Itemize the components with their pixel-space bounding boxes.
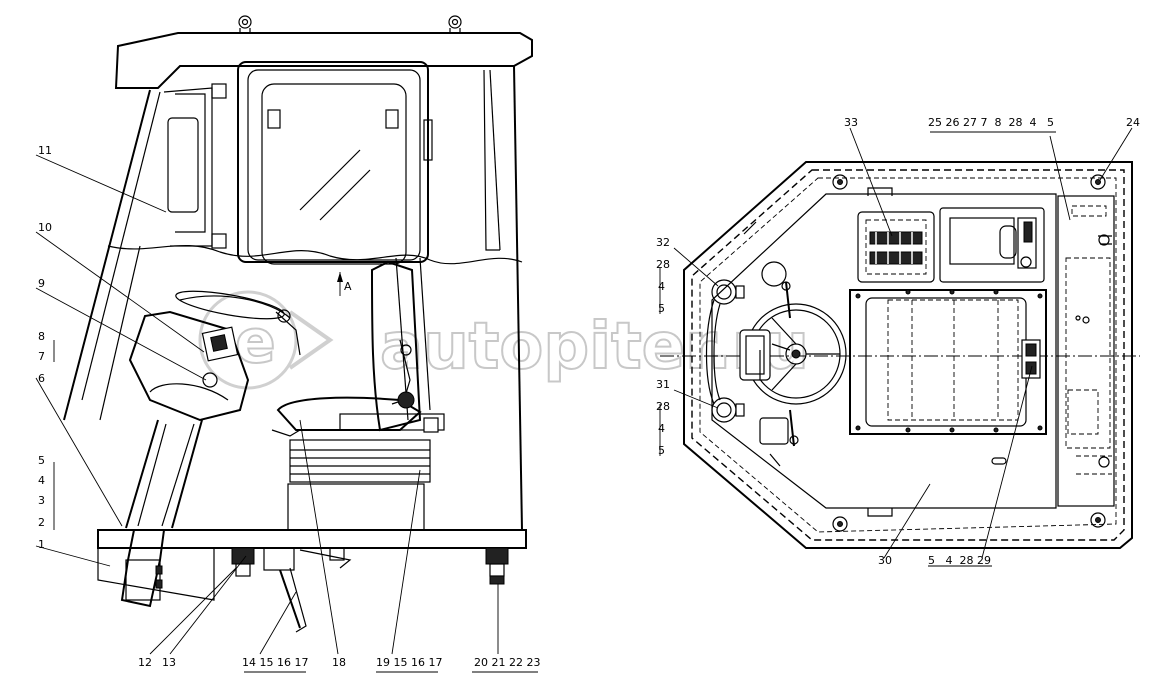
left-view-callouts: 11 10 9 8 7 6 5 4 3 2 1 12 13 14 15 16 1… bbox=[38, 144, 540, 669]
callout-5-4-28-29: 5 4 28 29 bbox=[928, 554, 991, 567]
callout-28-upper: 28 bbox=[656, 258, 670, 271]
floor-hole bbox=[761, 261, 787, 287]
seat-base-frame bbox=[849, 289, 1047, 435]
callout-4-lower: 4 bbox=[658, 422, 665, 435]
callout-33: 33 bbox=[844, 116, 858, 129]
door-handle bbox=[423, 119, 433, 161]
callout-7: 7 bbox=[38, 350, 45, 363]
lifting-eye-right bbox=[448, 15, 462, 33]
vibration-mount-front bbox=[231, 547, 255, 577]
callout-20-21-22-23: 20 21 22 23 bbox=[474, 656, 540, 669]
seat-base-plate bbox=[849, 289, 1047, 435]
right-compartment bbox=[1057, 195, 1115, 507]
watermark: e autopiter.ru bbox=[198, 290, 810, 390]
callout-5-lower: 5 bbox=[658, 444, 665, 457]
watermark-text: autopiter.ru bbox=[380, 310, 809, 384]
callout-12: 12 bbox=[138, 656, 152, 669]
callout-19-15-16-17: 19 15 16 17 bbox=[376, 656, 442, 669]
left-view-leaders bbox=[35, 154, 538, 673]
callout-9: 9 bbox=[38, 277, 45, 290]
control-panel bbox=[857, 211, 935, 283]
callout-30: 30 bbox=[878, 554, 892, 567]
break-line bbox=[107, 244, 523, 265]
seat-bracket bbox=[339, 413, 445, 431]
mount-hole-bottom-right bbox=[1090, 512, 1106, 528]
mount-hole-top-left bbox=[832, 174, 848, 190]
cab-roof bbox=[114, 32, 533, 89]
view-marker-label: A bbox=[344, 280, 352, 293]
floor-outline bbox=[683, 161, 1133, 549]
door-window bbox=[261, 83, 407, 265]
instrument-box bbox=[939, 207, 1045, 283]
lifting-eye-left bbox=[238, 15, 252, 33]
right-view-leaders bbox=[659, 127, 1133, 567]
callout-25-26-27-7-8-28-4-5: 25 26 27 7 8 28 4 5 bbox=[928, 116, 1054, 129]
cab-floor bbox=[97, 529, 527, 549]
mount-hole-bottom-left bbox=[832, 516, 848, 532]
callout-5: 5 bbox=[38, 454, 45, 467]
svg-text:e: e bbox=[235, 307, 276, 377]
pedal-assembly-lower bbox=[711, 397, 745, 423]
callout-1: 1 bbox=[38, 538, 45, 551]
right-view-callouts: 33 25 26 27 7 8 28 4 5 24 32 28 4 5 31 2… bbox=[656, 116, 1140, 567]
callout-11: 11 bbox=[38, 144, 52, 157]
callout-6: 6 bbox=[38, 372, 45, 385]
callout-28-lower: 28 bbox=[656, 400, 670, 413]
callout-2: 2 bbox=[38, 516, 45, 529]
callout-14-15-16-17: 14 15 16 17 bbox=[242, 656, 308, 669]
rear-wall bbox=[513, 65, 523, 531]
steering-column bbox=[125, 290, 301, 529]
door-frame bbox=[237, 61, 429, 263]
floor-plate bbox=[711, 193, 1057, 509]
mount-hole-top-right bbox=[1090, 174, 1106, 190]
steering-wheel bbox=[175, 290, 285, 320]
pedal-assembly-upper bbox=[711, 279, 745, 305]
callout-3: 3 bbox=[38, 494, 45, 507]
operator-seat bbox=[271, 260, 445, 531]
callout-31: 31 bbox=[656, 378, 670, 391]
watermark-logo-icon bbox=[198, 290, 298, 390]
callout-4: 4 bbox=[38, 474, 45, 487]
vibration-mount-rear bbox=[485, 547, 509, 585]
callout-32: 32 bbox=[656, 236, 670, 249]
callout-5-upper: 5 bbox=[658, 302, 665, 315]
cab-floor-plan-view bbox=[660, 161, 1140, 549]
callout-10: 10 bbox=[38, 221, 52, 234]
front-pillar bbox=[63, 89, 151, 421]
steering-wheel-top bbox=[739, 281, 847, 447]
seat-back bbox=[370, 260, 422, 432]
floor-hatch bbox=[759, 417, 789, 445]
callout-18: 18 bbox=[332, 656, 346, 669]
callout-8: 8 bbox=[38, 330, 45, 343]
handrail bbox=[175, 93, 206, 233]
callout-4-upper: 4 bbox=[658, 280, 665, 293]
callout-24: 24 bbox=[1126, 116, 1140, 129]
seat-suspension bbox=[289, 439, 431, 483]
pedal-unit bbox=[120, 529, 352, 633]
callout-13: 13 bbox=[162, 656, 176, 669]
cab-side-view: A bbox=[63, 15, 533, 633]
